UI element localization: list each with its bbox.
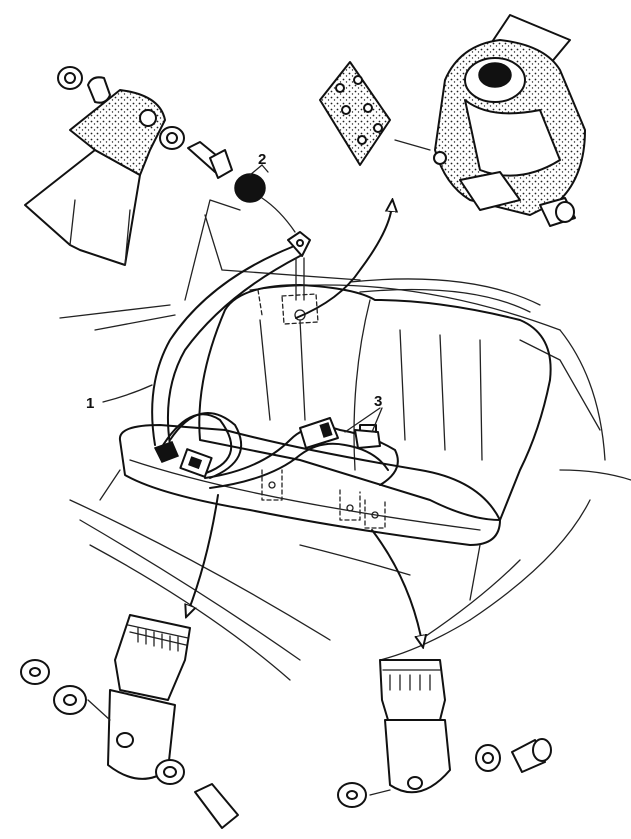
arrow-to-right-anchor — [371, 529, 422, 642]
callout-1: 1 — [86, 395, 94, 412]
retractor-exploded — [319, 14, 586, 227]
left-floor-anchor-exploded — [20, 614, 239, 829]
exploded-view-arrows — [188, 205, 422, 642]
arrow-to-retractor — [295, 205, 392, 319]
callout-3: 3 — [374, 393, 382, 410]
upper-anchor-exploded — [24, 66, 296, 266]
left-buckle-tongue — [114, 614, 191, 701]
left-anchor-bolt — [194, 783, 239, 829]
seat-belt-assembly — [151, 231, 399, 529]
right-floor-anchor-exploded — [337, 659, 552, 808]
diagonal-belt — [151, 246, 293, 446]
callout-3-leader-a — [344, 407, 381, 433]
callout-2: 2 — [258, 151, 266, 168]
right-anchor-plate — [384, 719, 451, 794]
anchor-cover-cap — [234, 173, 266, 203]
callout-2-leader — [261, 164, 269, 173]
arrow-to-left-anchor — [188, 494, 219, 612]
upper-anchor-tab — [287, 231, 311, 257]
callouts: 1 2 3 — [86, 151, 383, 433]
callout-3-leader-b — [371, 407, 383, 433]
rear-seat — [118, 284, 552, 601]
upper-anchor-plate — [69, 89, 166, 176]
car-interior — [59, 199, 631, 681]
belt-webbing-upper — [24, 149, 141, 266]
spacer — [87, 76, 111, 104]
callout-1-leader — [102, 384, 153, 403]
